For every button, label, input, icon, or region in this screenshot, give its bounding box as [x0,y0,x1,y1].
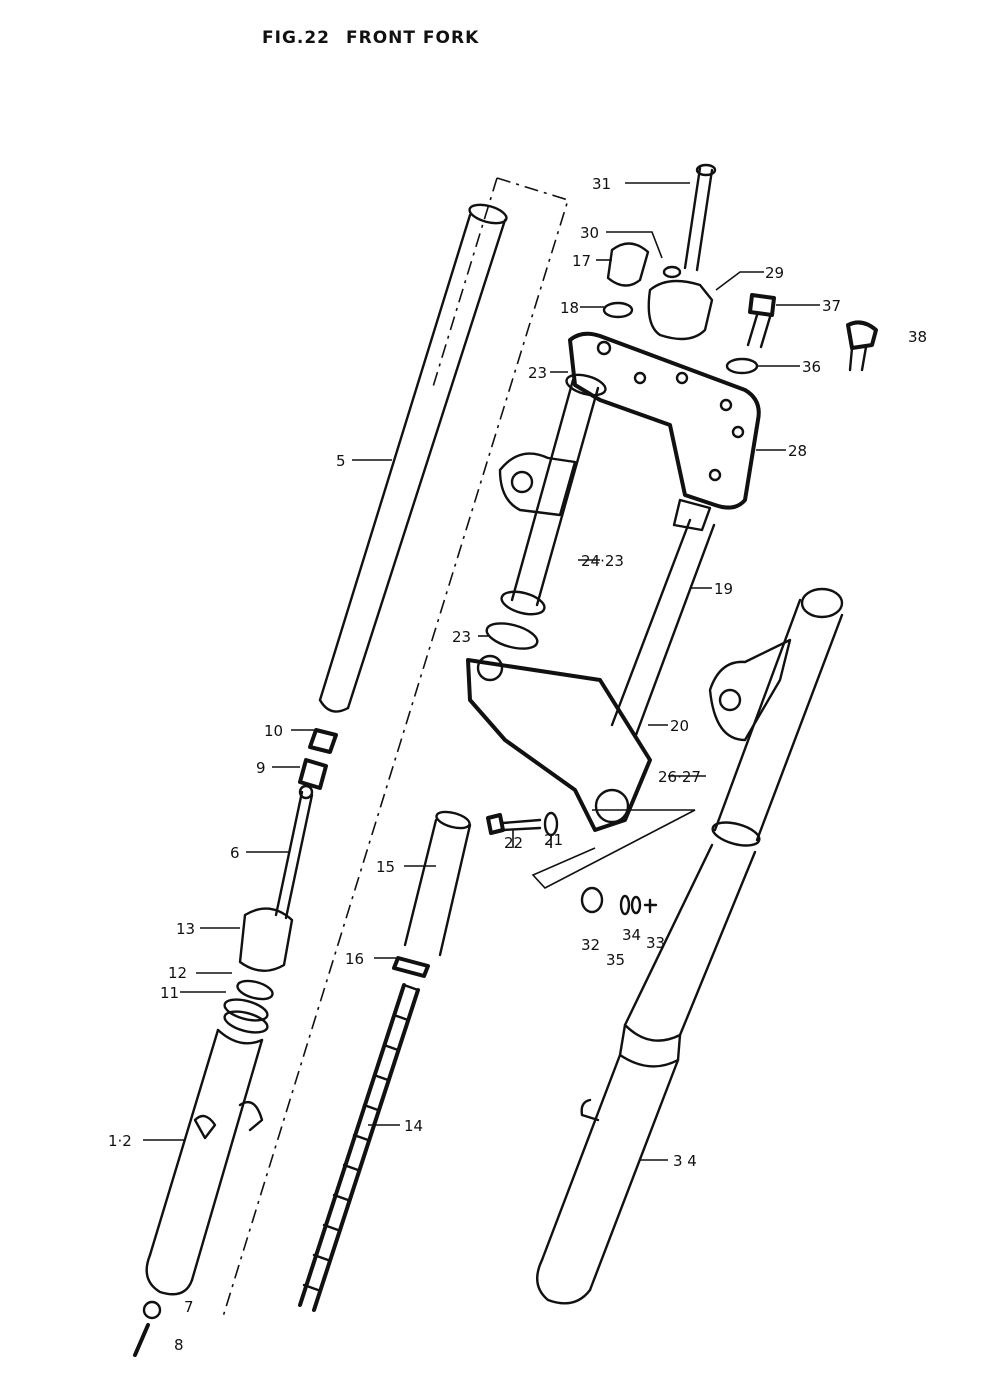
callout-9: 9 [256,759,266,777]
callout-1-2: 1·2 [108,1132,132,1150]
callout-29: 29 [765,264,784,282]
callout-10: 10 [264,722,283,740]
callout-12: 12 [168,964,187,982]
callout-34: 34 [622,926,641,944]
callout-22: 22 [504,834,523,852]
callout-37: 37 [822,297,841,315]
steering-stem-assembly [466,373,716,832]
callout-labels: 31 30 17 29 18 37 38 36 23 28 5 24·23 19… [108,175,927,1354]
callout-17: 17 [572,252,591,270]
small-fasteners [531,809,696,916]
handlebar-clamp [647,163,717,341]
callout-13: 13 [176,920,195,938]
callout-30: 30 [580,224,599,242]
callout-5: 5 [336,452,346,470]
outer-tube-right [536,587,844,1305]
callout-33: 33 [646,934,665,952]
callout-31: 31 [592,175,611,193]
callout-19: 19 [714,580,733,598]
outer-tube-left [133,1028,264,1357]
callout-23-lower: 23 [452,628,471,646]
callout-11: 11 [160,984,179,1002]
stem-cap [602,242,650,319]
callout-32: 32 [581,936,600,954]
callout-36: 36 [802,358,821,376]
callout-24-23: 24·23 [581,552,624,570]
bracket-bolts [725,293,878,375]
figure-name: FRONT FORK [346,28,480,48]
callout-3-4: 3 4 [673,1152,697,1170]
callout-35: 35 [606,951,625,969]
callout-21: 21 [544,831,563,849]
callout-14: 14 [404,1117,423,1135]
upper-bracket [568,331,761,510]
callout-18: 18 [560,299,579,317]
figure-title: FIG.22 FRONT FORK [262,28,479,48]
leader-lines [143,182,820,1161]
callout-23-upper: 23 [528,364,547,382]
callout-38: 38 [908,328,927,346]
spacer-and-spring [298,810,472,1312]
callout-15: 15 [376,858,395,876]
oil-seal-parts [223,907,294,1034]
inner-tube [318,203,508,713]
callout-6: 6 [230,844,240,862]
callout-28: 28 [788,442,807,460]
callout-16: 16 [345,950,364,968]
callout-20: 20 [670,717,689,735]
callout-7: 7 [184,1298,194,1316]
damper-rod-assembly [274,728,338,920]
assembly-guide-lines [221,177,570,1321]
callout-26-27: 26·27 [658,768,701,786]
figure-number: FIG.22 [262,28,331,48]
callout-8: 8 [174,1336,184,1354]
pinch-bolt [486,811,559,837]
